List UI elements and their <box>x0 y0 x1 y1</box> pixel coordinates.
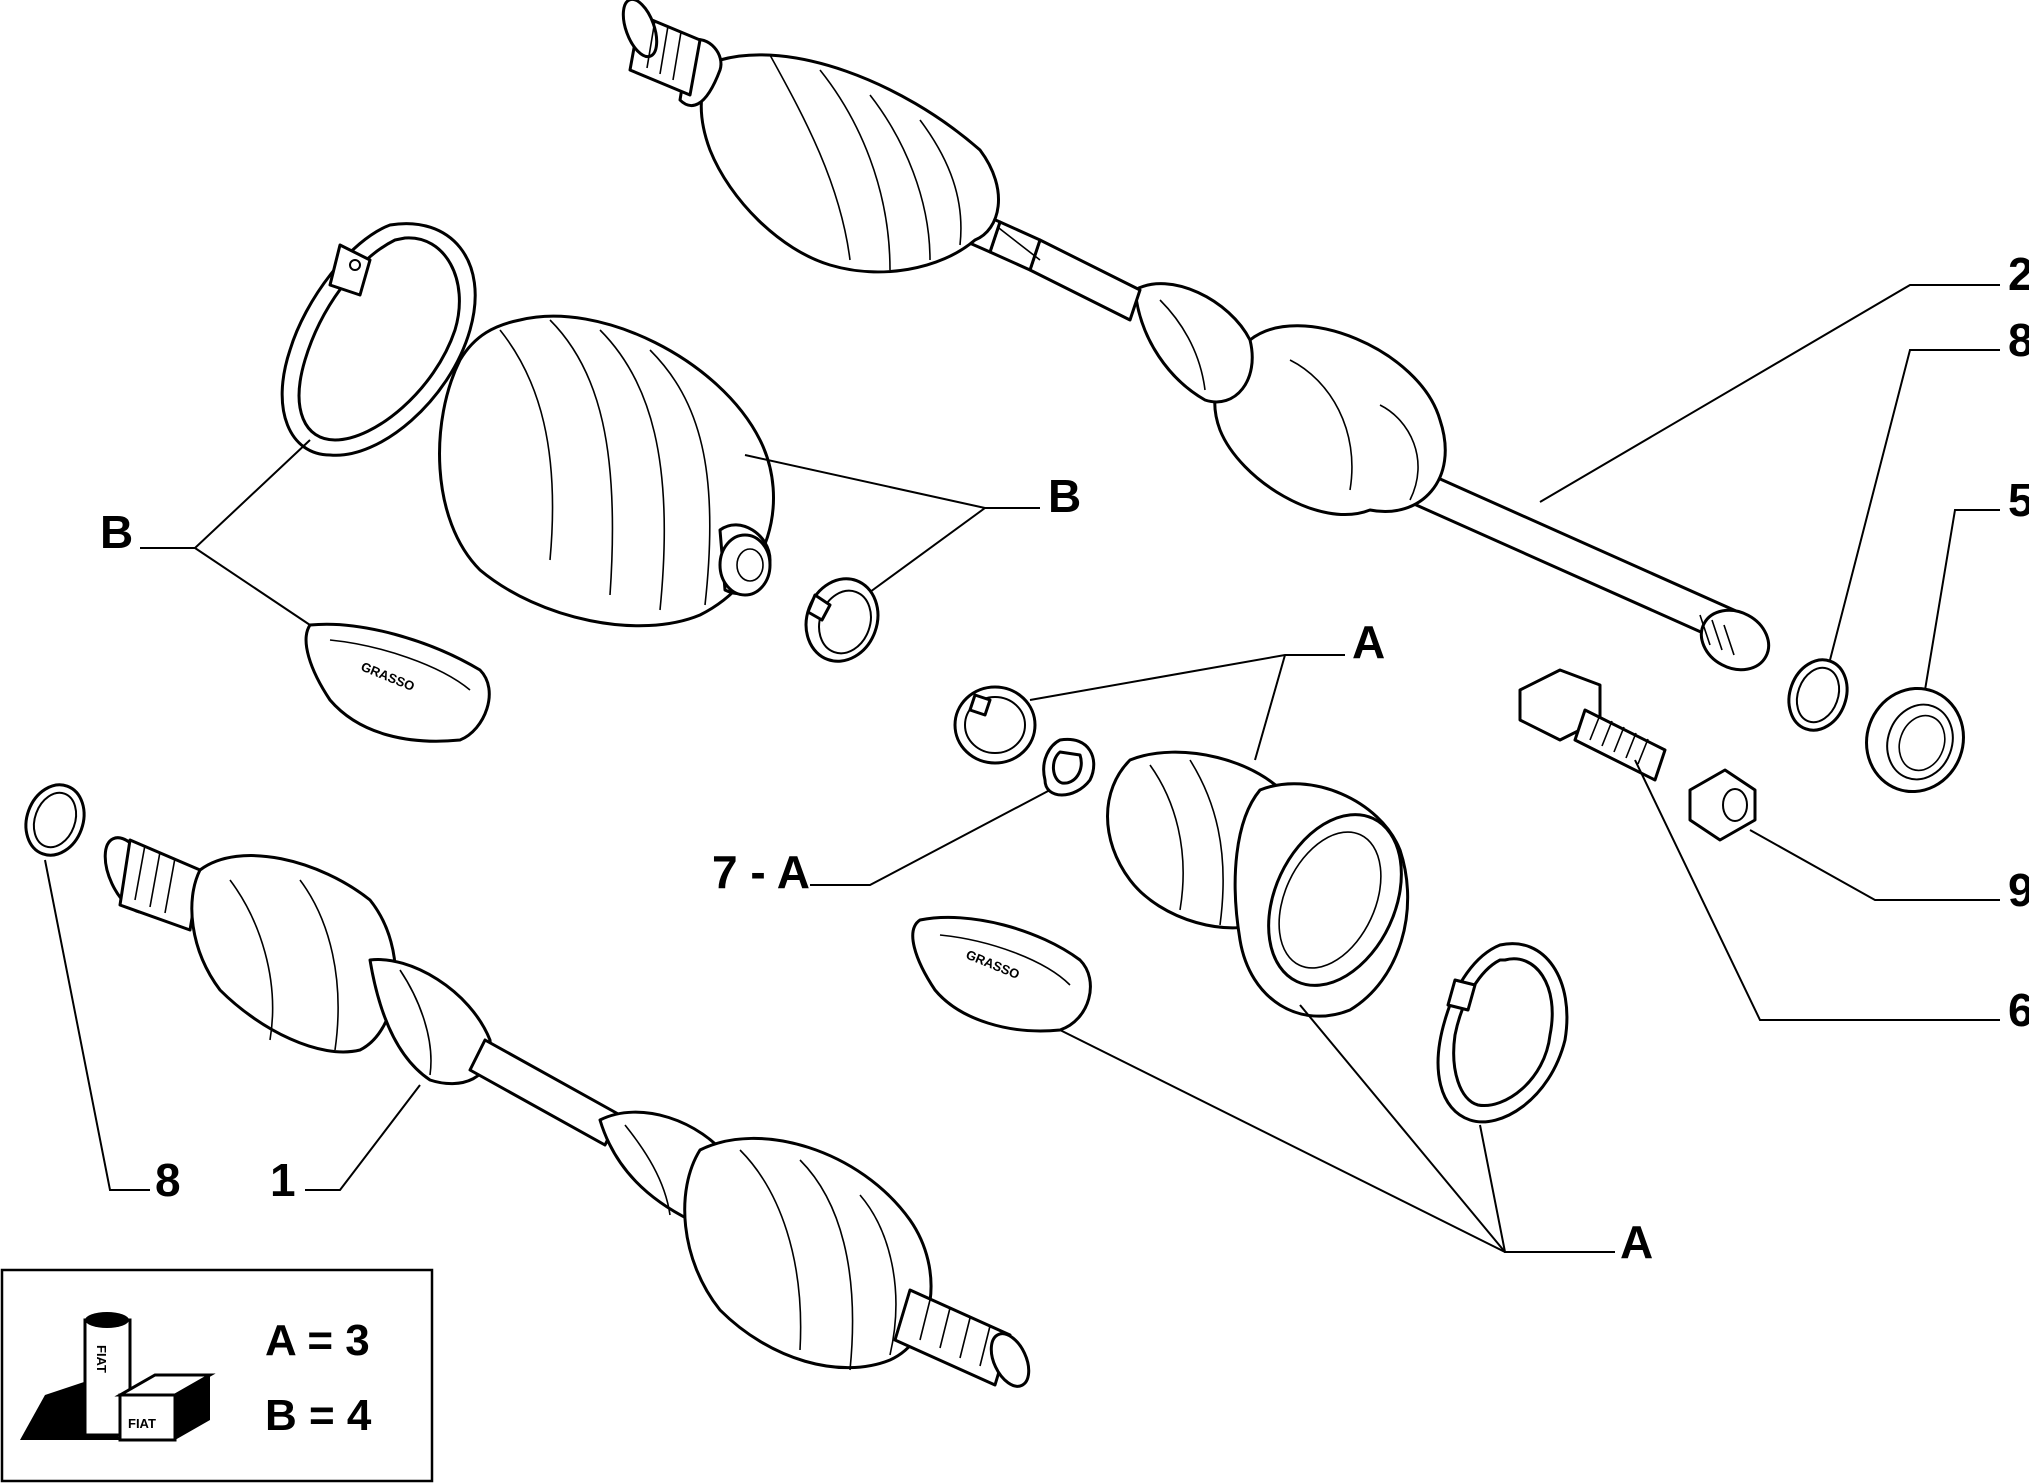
boot-kit-b: GRASSO <box>280 222 880 743</box>
callout-part-5: 5 <box>2008 474 2029 526</box>
hardware-parts <box>1518 658 1965 842</box>
drive-shaft-upper <box>621 0 1771 672</box>
leader-lines <box>44 284 2000 1253</box>
box-brand-text: FIAT <box>128 1416 156 1431</box>
legend-box: FIAT FIAT A = 3 B = 4 <box>0 1268 434 1483</box>
callout-part-2: 2 <box>2008 248 2029 300</box>
callout-group-b-right: B <box>1048 470 1081 522</box>
callout-part-6: 6 <box>2008 984 2029 1036</box>
callout-part-8-left: 8 <box>155 1154 181 1206</box>
grease-can-icon: FIAT FIAT <box>20 1312 216 1442</box>
legend-line-a: A = 3 <box>265 1316 370 1365</box>
callout-part-1: 1 <box>270 1154 296 1206</box>
legend-line-b: B = 4 <box>265 1391 372 1440</box>
callout-part-9: 9 <box>2008 864 2029 916</box>
callout-group-b-left: B <box>100 506 133 558</box>
drive-shaft-lower <box>103 836 1031 1388</box>
callout-part-7: 7 - A <box>712 846 810 898</box>
callout-group-a-bottom: A <box>1620 1216 1653 1268</box>
seal-ring-left <box>24 783 86 857</box>
callout-group-a-top: A <box>1352 616 1385 668</box>
callout-part-8-right: 8 <box>2008 314 2029 366</box>
can-brand-text: FIAT <box>94 1345 109 1373</box>
boot-kit-a: GRASSO <box>911 685 1569 1124</box>
